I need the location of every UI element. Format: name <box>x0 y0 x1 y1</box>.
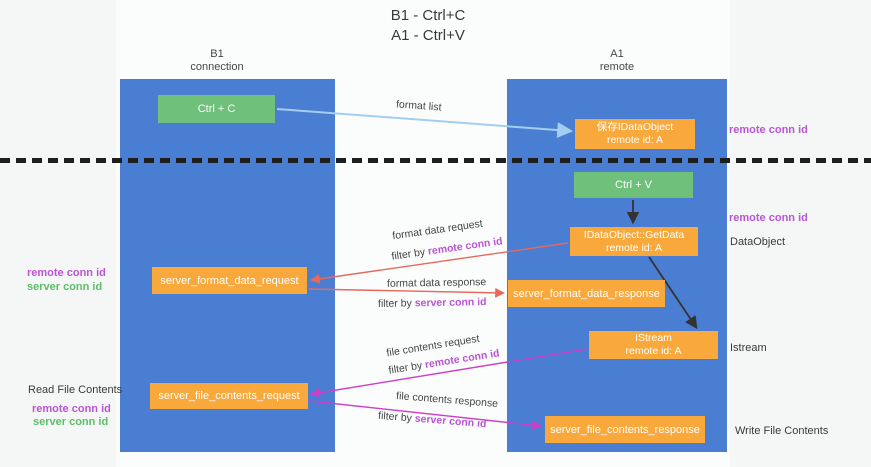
format-data-response-label: format data response <box>386 276 487 290</box>
server-file-contents-response-box: server_file_contents_response <box>545 416 705 443</box>
lane-left-name: B1 <box>210 48 224 60</box>
istream-line1: IStream <box>635 332 672 344</box>
server-conn-id-highlight: server conn id <box>414 296 487 310</box>
istream-annotation: Istream <box>730 342 767 354</box>
server-format-data-response-label: server_format_data_response <box>513 287 660 300</box>
filter-by-prefix: filter by <box>377 297 415 310</box>
server-conn-id-annotation-left2: server conn id <box>33 416 109 428</box>
read-file-contents-annotation: Read File Contents <box>28 384 123 396</box>
arrow-file-contents-request <box>310 348 588 398</box>
filter-by-server-conn-id-label-1: filter by server conn id <box>378 296 487 310</box>
dataobject-annotation: DataObject <box>730 236 786 248</box>
remote-conn-id-annotation-mid: remote conn id <box>729 212 808 224</box>
lane-header-left: B1 connection <box>157 48 277 74</box>
ctrl-v-box: Ctrl + V <box>574 172 693 198</box>
arrow-format-list <box>276 108 574 139</box>
lane-header-right: A1 remote <box>557 48 677 74</box>
server-file-contents-request-box: server_file_contents_request <box>150 383 308 409</box>
phase-divider-dashed-line <box>0 158 871 163</box>
istream-lines: IStream remote id: A <box>625 332 681 358</box>
save-dataobject-line2: remote id: A <box>606 134 663 146</box>
server-format-data-response-box: server_format_data_response <box>508 280 665 307</box>
server-file-contents-response-label: server_file_contents_response <box>550 423 700 436</box>
istream-line2: remote id: A <box>625 345 682 357</box>
remote-conn-id-annotation-left: remote conn id <box>27 267 106 279</box>
arrow-format-data-request <box>310 242 569 284</box>
remote-conn-id-annotation-left2: remote conn id <box>32 403 111 415</box>
server-file-contents-request-label: server_file_contents_request <box>158 390 300 402</box>
lane-left-role: connection <box>190 61 244 73</box>
getdata-line1: IDataObject::GetData <box>583 228 685 241</box>
arrow-getdata-to-istream <box>648 256 698 330</box>
ctrl-v-label: Ctrl + V <box>615 179 652 191</box>
arrow-format-data-response <box>308 287 505 298</box>
getdata-line2: remote id: A <box>605 241 662 254</box>
ctrl-c-label: Ctrl + C <box>197 103 236 115</box>
save-dataobject-line1: 保存IDataObject <box>596 121 674 133</box>
diagram-title: B1 - Ctrl+C A1 - Ctrl+V <box>328 6 528 46</box>
getdata-box: IDataObject::GetData remote id: A <box>570 227 698 256</box>
server-conn-id-annotation-left: server conn id <box>27 281 103 293</box>
lane-right-name: A1 <box>610 48 624 60</box>
server-format-data-request-box: server_format_data_request <box>152 267 307 294</box>
istream-box: IStream remote id: A <box>589 331 718 359</box>
server-format-data-request-label: server_format_data_request <box>160 274 299 287</box>
title-line-2: A1 - Ctrl+V <box>391 27 465 44</box>
ctrl-c-box: Ctrl + C <box>158 95 275 123</box>
getdata-lines: IDataObject::GetData remote id: A <box>584 229 684 255</box>
save-dataobject-box: 保存IDataObject remote id: A <box>575 119 695 149</box>
write-file-contents-annotation: Write File Contents <box>735 425 829 437</box>
lane-right-role: remote <box>599 61 635 73</box>
arrow-file-contents-response <box>309 400 542 431</box>
save-dataobject-lines: 保存IDataObject remote id: A <box>597 121 673 147</box>
remote-conn-id-annotation-top: remote conn id <box>729 124 808 136</box>
title-line-1: B1 - Ctrl+C <box>390 7 466 24</box>
